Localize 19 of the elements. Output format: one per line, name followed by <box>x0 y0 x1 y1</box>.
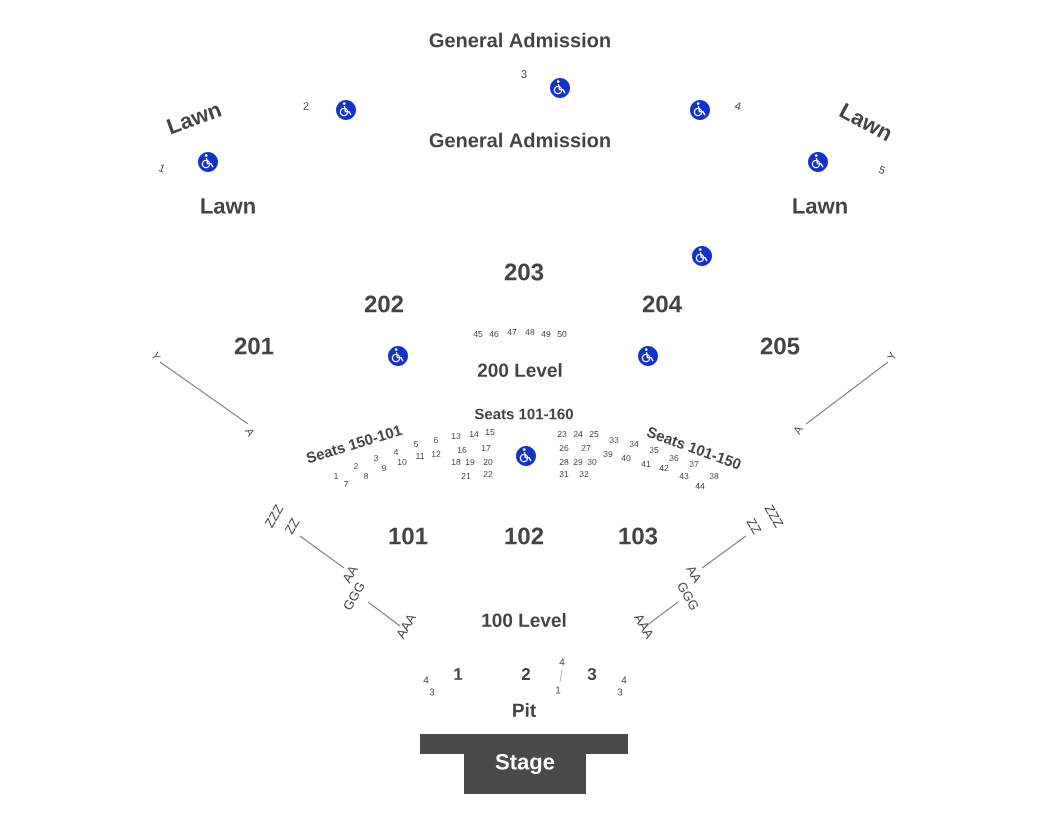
section-number: 205 <box>760 337 800 355</box>
section-number: 2 <box>521 668 531 680</box>
section-number: 202 <box>364 295 404 313</box>
section-number: 3 <box>587 668 597 681</box>
section-number: 102 <box>505 527 544 545</box>
area-label: General Admission <box>429 132 610 148</box>
level-label: 100 Level <box>482 613 566 627</box>
section-number: 203 <box>504 263 544 281</box>
section-number: 101 <box>389 527 428 545</box>
area-label: Lawn <box>793 198 847 214</box>
level-label: 200 Level <box>477 363 562 377</box>
area-label: Lawn <box>166 105 222 135</box>
stage: Stage <box>420 734 628 794</box>
section-number: 204 <box>642 295 682 313</box>
area-label: Lawn <box>201 198 255 214</box>
section-number: 201 <box>234 337 274 355</box>
section-number: 1 <box>454 668 463 680</box>
area-label: General Admission <box>429 32 610 48</box>
section-number: 103 <box>619 527 658 545</box>
